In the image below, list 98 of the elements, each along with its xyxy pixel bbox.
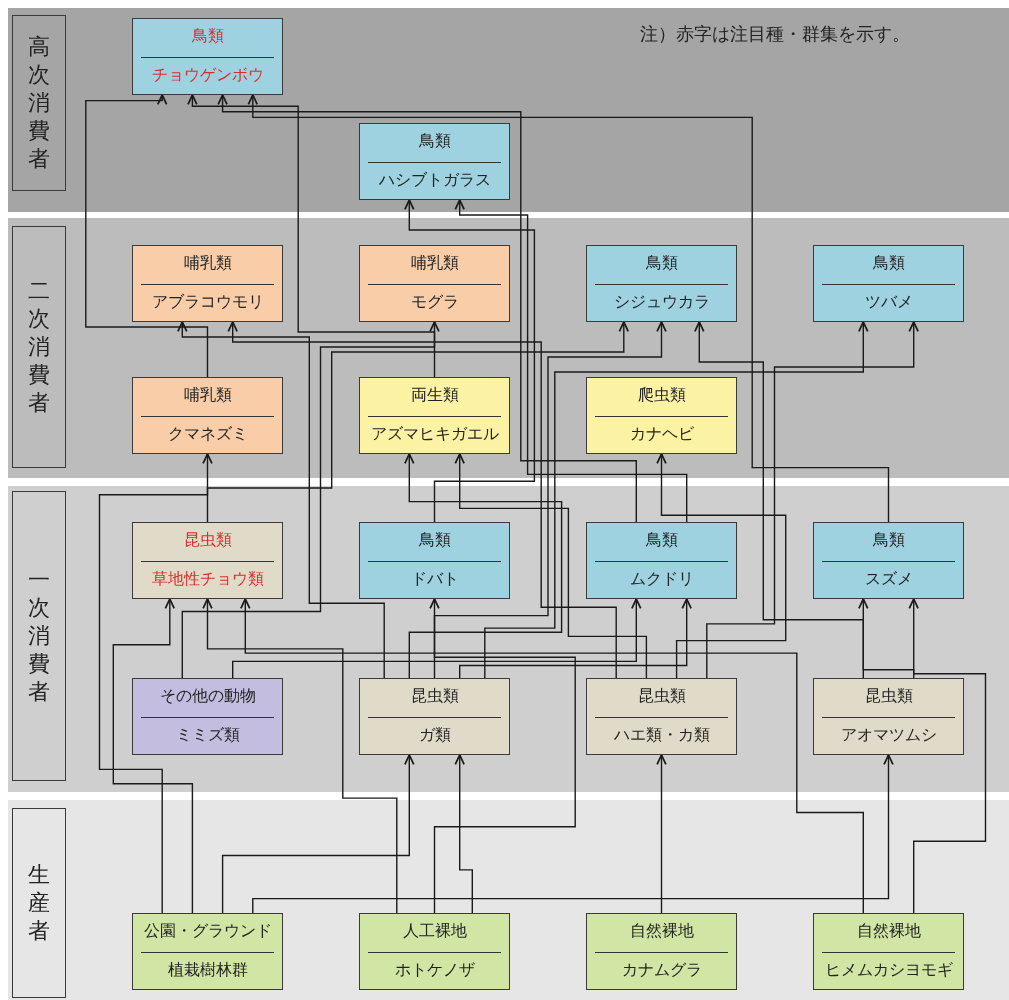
species-box: [586, 678, 737, 755]
species-name: 草地性チョウ類: [150, 568, 265, 590]
group-name: 昆虫類: [409, 685, 460, 707]
arrow: [706, 321, 919, 679]
species-name: クマネズミ: [166, 423, 249, 445]
species-box: [132, 377, 283, 454]
species-name: カナヘビ: [628, 423, 695, 445]
arrow: [112, 598, 194, 914]
species-name: カナムグラ: [620, 959, 703, 981]
arrow: [656, 453, 787, 679]
species-box: [359, 377, 510, 454]
trophic-level-box: 二次消費者: [12, 226, 66, 468]
group-name: 鳥類: [190, 25, 225, 47]
arrow: [177, 321, 385, 679]
species-name: ハシブトガラス: [377, 169, 492, 191]
species-name: ムクドリ: [628, 568, 695, 590]
arrow: [247, 94, 890, 523]
species-name: ホトケノザ: [393, 959, 476, 981]
species-box: [132, 18, 283, 95]
species-box: [359, 913, 510, 990]
group-name: 人工裸地: [401, 920, 468, 942]
arrow: [206, 321, 630, 523]
arrow: [85, 94, 209, 378]
group-name: 鳥類: [417, 529, 452, 551]
species-name: モグラ: [409, 291, 460, 313]
group-name: 鳥類: [644, 252, 679, 274]
trophic-level-box: 一次消費者: [12, 491, 66, 781]
species-box: [132, 522, 283, 599]
species-box: [813, 522, 964, 599]
species-box: [132, 913, 283, 990]
arrow: [252, 754, 894, 914]
group-name: 鳥類: [644, 529, 679, 551]
arrow: [227, 321, 617, 679]
group-name: 自然裸地: [628, 920, 695, 942]
species-name: ヒメムカシヨモギ: [823, 959, 954, 981]
arrow: [433, 321, 667, 679]
species-name: アズマヒキガエル: [369, 423, 500, 445]
group-name: 鳥類: [871, 252, 906, 274]
arrow: [98, 453, 213, 914]
group-name: 昆虫類: [863, 685, 914, 707]
species-box: [132, 245, 283, 322]
species-box: [359, 123, 510, 200]
arrow: [656, 754, 667, 914]
species-box: [359, 522, 510, 599]
group-name: 公園・グラウンド: [142, 920, 273, 942]
species-name: ミミズ類: [174, 724, 241, 746]
species-name: スズメ: [863, 568, 914, 590]
species-box: [813, 913, 964, 990]
species-box: [359, 245, 510, 322]
species-name: 植栽樹林群: [166, 959, 249, 981]
arrow: [404, 199, 536, 523]
arrow: [454, 754, 473, 914]
note-text: 注）赤字は注目種・群集を示す。: [640, 23, 910, 46]
species-name: アブラコウモリ: [150, 291, 265, 313]
arrow: [221, 754, 415, 914]
species-name: ツバメ: [863, 291, 914, 313]
group-name: 爬虫類: [636, 384, 687, 406]
arrow: [858, 598, 915, 679]
group-name: 哺乳類: [409, 252, 460, 274]
arrow: [459, 598, 692, 679]
species-name: ハエ類・カ類: [612, 724, 711, 746]
species-name: アオマツムシ: [839, 724, 938, 746]
group-name: 鳥類: [417, 130, 452, 152]
species-box: [586, 377, 737, 454]
arrow: [181, 321, 440, 679]
arrow: [404, 453, 563, 679]
group-name: 哺乳類: [182, 252, 233, 274]
trophic-level-box: 高次消費者: [12, 15, 66, 191]
group-name: 哺乳類: [182, 384, 233, 406]
species-name: ドバト: [409, 568, 460, 590]
arrow: [429, 598, 576, 914]
arrow: [454, 199, 688, 523]
species-box: [359, 678, 510, 755]
arrow: [232, 598, 642, 679]
arrow: [694, 321, 864, 679]
group-name: 自然裸地: [855, 920, 922, 942]
species-name: シジュウカラ: [612, 291, 711, 313]
species-box: [586, 913, 737, 990]
group-name: 昆虫類: [182, 529, 233, 551]
arrow: [187, 94, 436, 378]
arrow: [240, 598, 864, 914]
arrow: [484, 321, 869, 679]
group-name: その他の動物: [158, 685, 257, 707]
arrow: [454, 453, 648, 679]
species-box: [813, 678, 964, 755]
arrow: [908, 598, 987, 914]
species-box: [586, 245, 737, 322]
group-name: 両生類: [409, 384, 460, 406]
species-name: ガ類: [417, 724, 452, 746]
arrow: [217, 94, 637, 523]
trophic-level-box: 生産者: [12, 808, 66, 998]
species-box: [813, 245, 964, 322]
species-box: [132, 678, 283, 755]
group-name: 昆虫類: [636, 685, 687, 707]
group-name: 鳥類: [871, 529, 906, 551]
species-box: [586, 522, 737, 599]
arrow: [202, 598, 398, 914]
species-name: チョウゲンボウ: [150, 64, 265, 86]
